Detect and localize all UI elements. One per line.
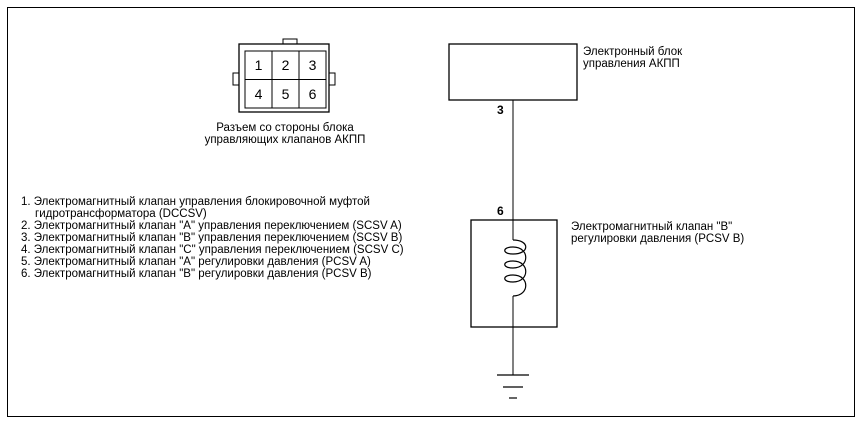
ecu-label-line-2: управления АКПП <box>583 58 680 70</box>
pin-6: 6 <box>308 86 317 102</box>
connector-top-tab <box>282 38 298 45</box>
solenoid-label-line-2: регулировки давления (PCSV B) <box>571 233 745 245</box>
solenoid-terminal-number: 6 <box>497 204 504 218</box>
legend-item-1: 1. Электромагнитный клапан управления бл… <box>21 196 370 208</box>
connector-caption: Разъем со стороны блока управляющих клап… <box>190 122 380 146</box>
connector-caption-line-2: управляющих клапанов АКПП <box>204 134 366 146</box>
pin-4: 4 <box>254 86 263 102</box>
legend-item-5: 5. Электромагнитный клапан "A" регулиров… <box>21 256 371 268</box>
solenoid-label-line-1: Электромагнитный клапан "B" <box>571 221 733 233</box>
solenoid-label: Электромагнитный клапан "B" регулировки … <box>571 221 744 245</box>
pin-1: 1 <box>254 57 263 73</box>
legend-item-1-cont: гидротрансформатора (DCCSV) <box>35 208 207 220</box>
pin-legend: 1. Электромагнитный клапан управления бл… <box>21 196 404 280</box>
solenoid-box <box>470 219 558 328</box>
coil-icon <box>504 239 527 297</box>
legend-item-4: 4. Электромагнитный клапан "C" управлени… <box>21 244 404 256</box>
pin-3: 3 <box>308 57 317 73</box>
ecu-box <box>448 43 578 101</box>
legend-item-2: 2. Электромагнитный клапан "A" управлени… <box>21 220 402 232</box>
connector-right-latch <box>328 72 336 86</box>
ecu-label-line-1: Электронный блок <box>583 46 683 58</box>
legend-item-3: 3. Электромагнитный клапан "B" управлени… <box>21 232 403 244</box>
legend-item-6: 6. Электромагнитный клапан "B" регулиров… <box>21 268 372 280</box>
pin-2: 2 <box>281 57 290 73</box>
connector-caption-line-1: Разъем со стороны блока <box>216 122 354 134</box>
ecu-label: Электронный блок управления АКПП <box>583 46 682 70</box>
ecu-terminal-number: 3 <box>497 103 504 117</box>
diagram-frame <box>7 7 855 417</box>
pin-5: 5 <box>281 86 290 102</box>
connector-left-latch <box>232 72 240 86</box>
